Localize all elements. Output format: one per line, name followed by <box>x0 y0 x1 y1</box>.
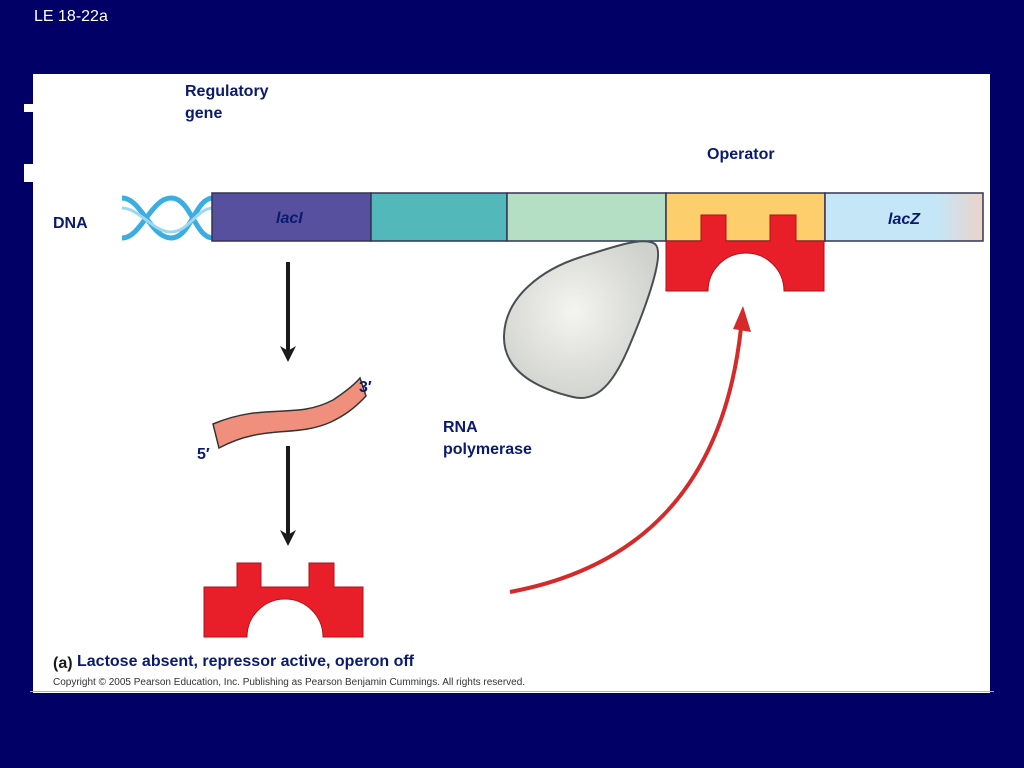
promoter-segment <box>370 192 508 242</box>
copyright-notice: Copyright © 2005 Pearson Education, Inc.… <box>53 677 525 688</box>
five-prime-label: 5′ <box>197 446 210 463</box>
dna-helix <box>121 195 214 241</box>
rna-polymerase-label: RNA <box>443 419 478 436</box>
bottom-rule <box>30 691 994 692</box>
rna-polymerase-label: polymerase <box>443 441 532 458</box>
decorative-bar <box>24 104 36 112</box>
caption-tag: (a) <box>53 655 73 672</box>
operator-segment <box>665 192 826 242</box>
bound-repressor <box>665 214 825 292</box>
regulatory-gene-label: Regulatory <box>185 83 269 100</box>
dna-label: DNA <box>53 215 88 232</box>
repressor-binding-arrow <box>509 327 743 594</box>
three-prime-label: 3′ <box>359 379 372 396</box>
lacz-label: lacZ <box>888 211 921 228</box>
free-repressor <box>203 562 364 638</box>
lac-operon-diagram: Regulatory gene Operator DNA lacI lacZ 3… <box>53 83 984 688</box>
caption: Lactose absent, repressor active, operon… <box>77 653 415 670</box>
laci-gene-segment <box>211 192 372 242</box>
figure-panel: Regulatory gene Operator DNA lacI lacZ 3… <box>33 74 990 693</box>
rna-polymerase-shape <box>502 240 660 400</box>
laci-mrna <box>212 376 367 450</box>
operator-label: Operator <box>707 146 775 163</box>
laci-label: lacI <box>276 210 303 227</box>
spacer-segment <box>506 192 667 242</box>
repressor-binding-arrowhead <box>733 306 751 332</box>
lacz-gene-segment <box>824 192 984 242</box>
slide-label: LE 18-22a <box>34 8 108 25</box>
regulatory-gene-label: gene <box>185 105 222 122</box>
